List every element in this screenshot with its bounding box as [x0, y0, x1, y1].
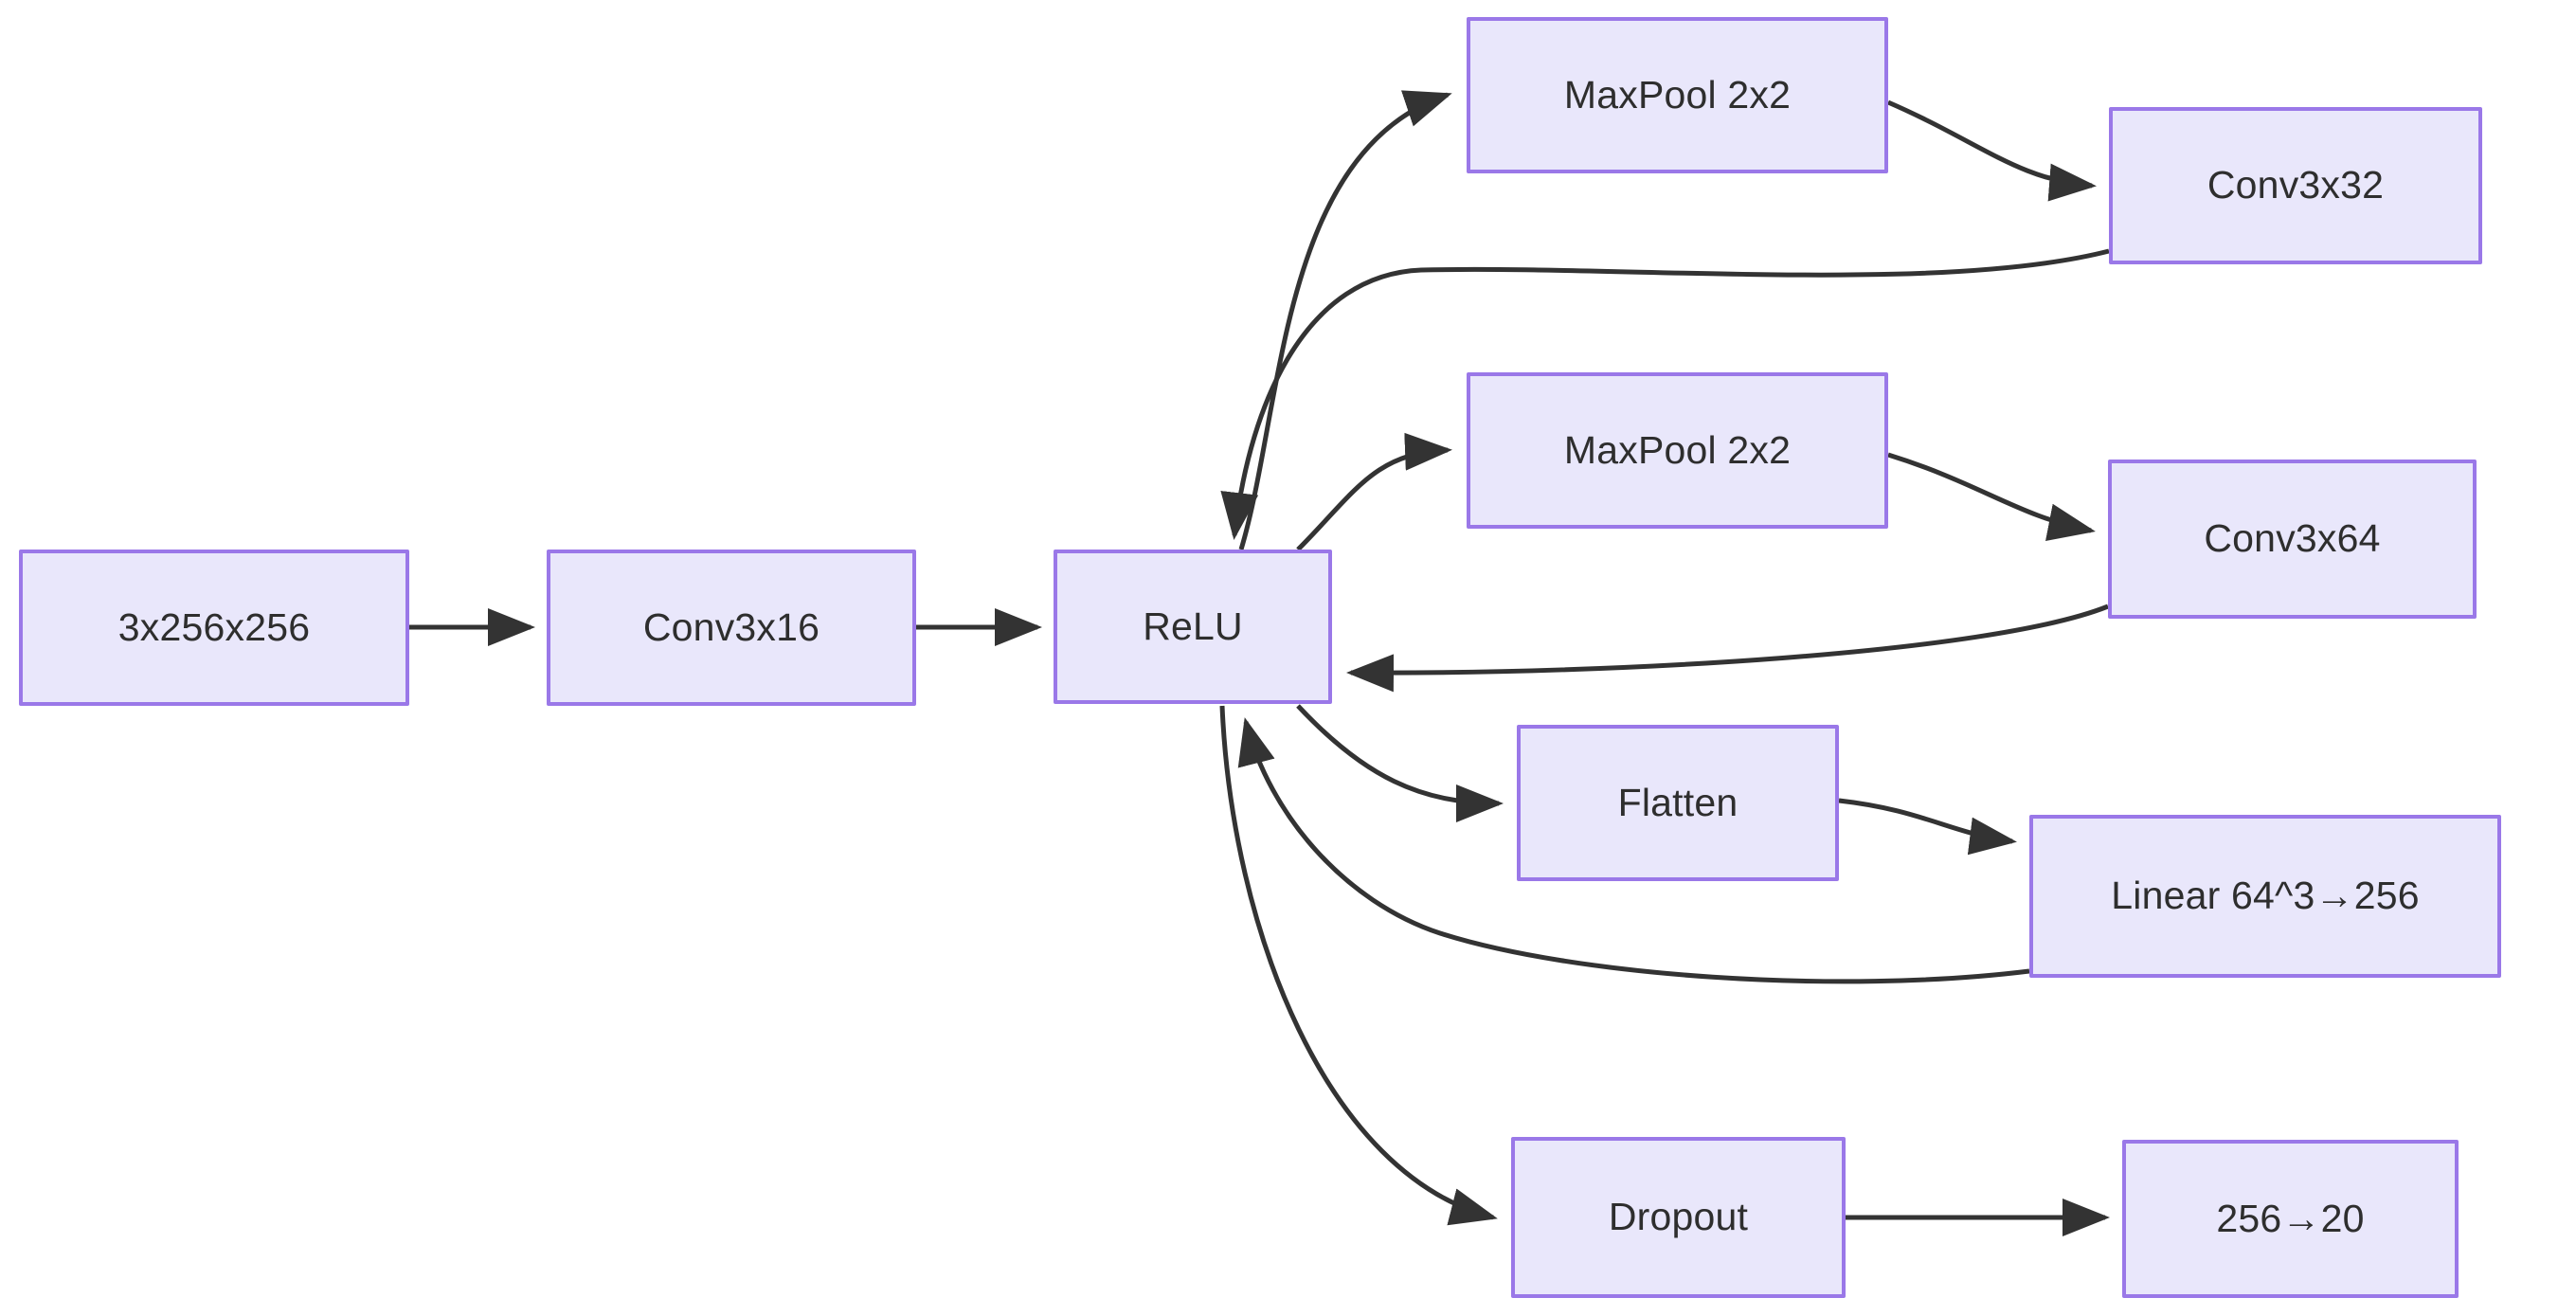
node-conv3x16-label: Conv3x16	[642, 604, 820, 649]
node-maxpool-1-label: MaxPool 2x2	[1563, 72, 1792, 117]
node-maxpool-1[interactable]: MaxPool 2x2	[1467, 17, 1888, 173]
node-dropout-label: Dropout	[1608, 1195, 1749, 1239]
edge-relu-to-dropout	[1219, 705, 1498, 1226]
node-linear[interactable]: Linear 64^3→256	[2029, 815, 2501, 978]
node-input-label: 3x256x256	[117, 604, 311, 649]
node-maxpool-2[interactable]: MaxPool 2x2	[1467, 372, 1888, 529]
node-output-label: 256→20	[2216, 1196, 2365, 1240]
node-relu[interactable]: ReLU	[1054, 550, 1332, 704]
edge-relu-to-maxpool2	[1296, 432, 1452, 551]
node-conv3x32-label: Conv3x32	[2207, 163, 2385, 207]
node-flatten[interactable]: Flatten	[1517, 725, 1839, 881]
node-input[interactable]: 3x256x256	[19, 550, 409, 706]
edge-maxpool1-to-conv32	[1887, 99, 2097, 202]
node-flatten-label: Flatten	[1617, 780, 1738, 824]
node-conv3x64-label: Conv3x64	[2204, 516, 2381, 561]
node-output[interactable]: 256→20	[2122, 1140, 2459, 1298]
edge-conv64-to-relu	[1346, 604, 2109, 693]
edge-relu-to-maxpool1	[1238, 90, 1452, 550]
edge-flatten-to-linear	[1838, 798, 2017, 856]
node-maxpool-2-label: MaxPool 2x2	[1563, 427, 1792, 472]
edge-relu-to-flatten	[1296, 704, 1504, 822]
node-conv3x16[interactable]: Conv3x16	[547, 550, 916, 706]
node-relu-label: ReLU	[1143, 604, 1243, 648]
edge-maxpool2-to-conv64	[1887, 452, 2096, 542]
node-conv3x32[interactable]: Conv3x32	[2109, 107, 2482, 264]
node-conv3x64[interactable]: Conv3x64	[2108, 460, 2477, 619]
node-dropout[interactable]: Dropout	[1511, 1137, 1846, 1298]
node-linear-label: Linear 64^3→256	[2111, 874, 2420, 918]
